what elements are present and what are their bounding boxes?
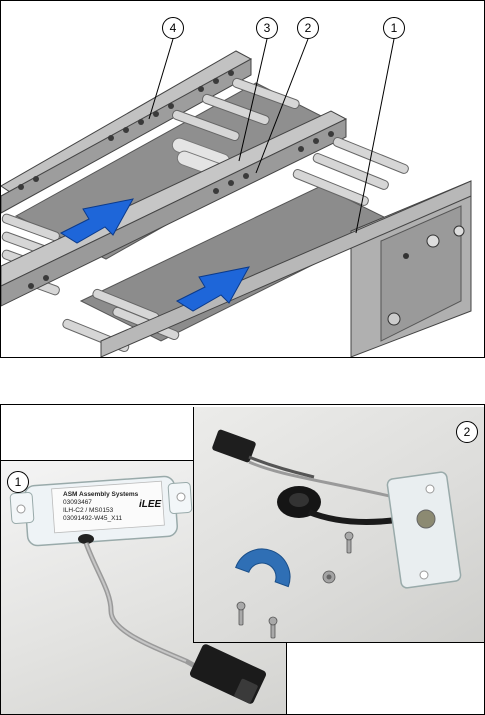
label-brand-logo: iLEE xyxy=(139,499,161,510)
label-line-model: ILH-C2 / MS0153 xyxy=(63,507,113,515)
conveyor-illustration xyxy=(1,1,484,357)
callout-4: 4 xyxy=(162,17,184,39)
label-line-company: ASM Assembly Systems xyxy=(63,491,138,499)
label-line-part-number: 03093467 xyxy=(63,499,92,507)
conveyor-figure: 4 3 2 1 xyxy=(0,0,485,358)
callout-1: 1 xyxy=(7,471,29,493)
callout-3: 3 xyxy=(256,17,278,39)
callout-1: 1 xyxy=(383,17,405,39)
sensor-parts-illustration xyxy=(194,407,484,642)
sensor-figure: ASM Assembly Systems 03093467 ILH-C2 / M… xyxy=(0,404,485,715)
callout-2: 2 xyxy=(456,421,478,443)
label-line-code: 03091492-W45_X11 xyxy=(63,515,122,523)
photo-sensor-parts: 2 xyxy=(193,407,484,643)
callout-2: 2 xyxy=(297,17,319,39)
screws xyxy=(237,532,353,638)
